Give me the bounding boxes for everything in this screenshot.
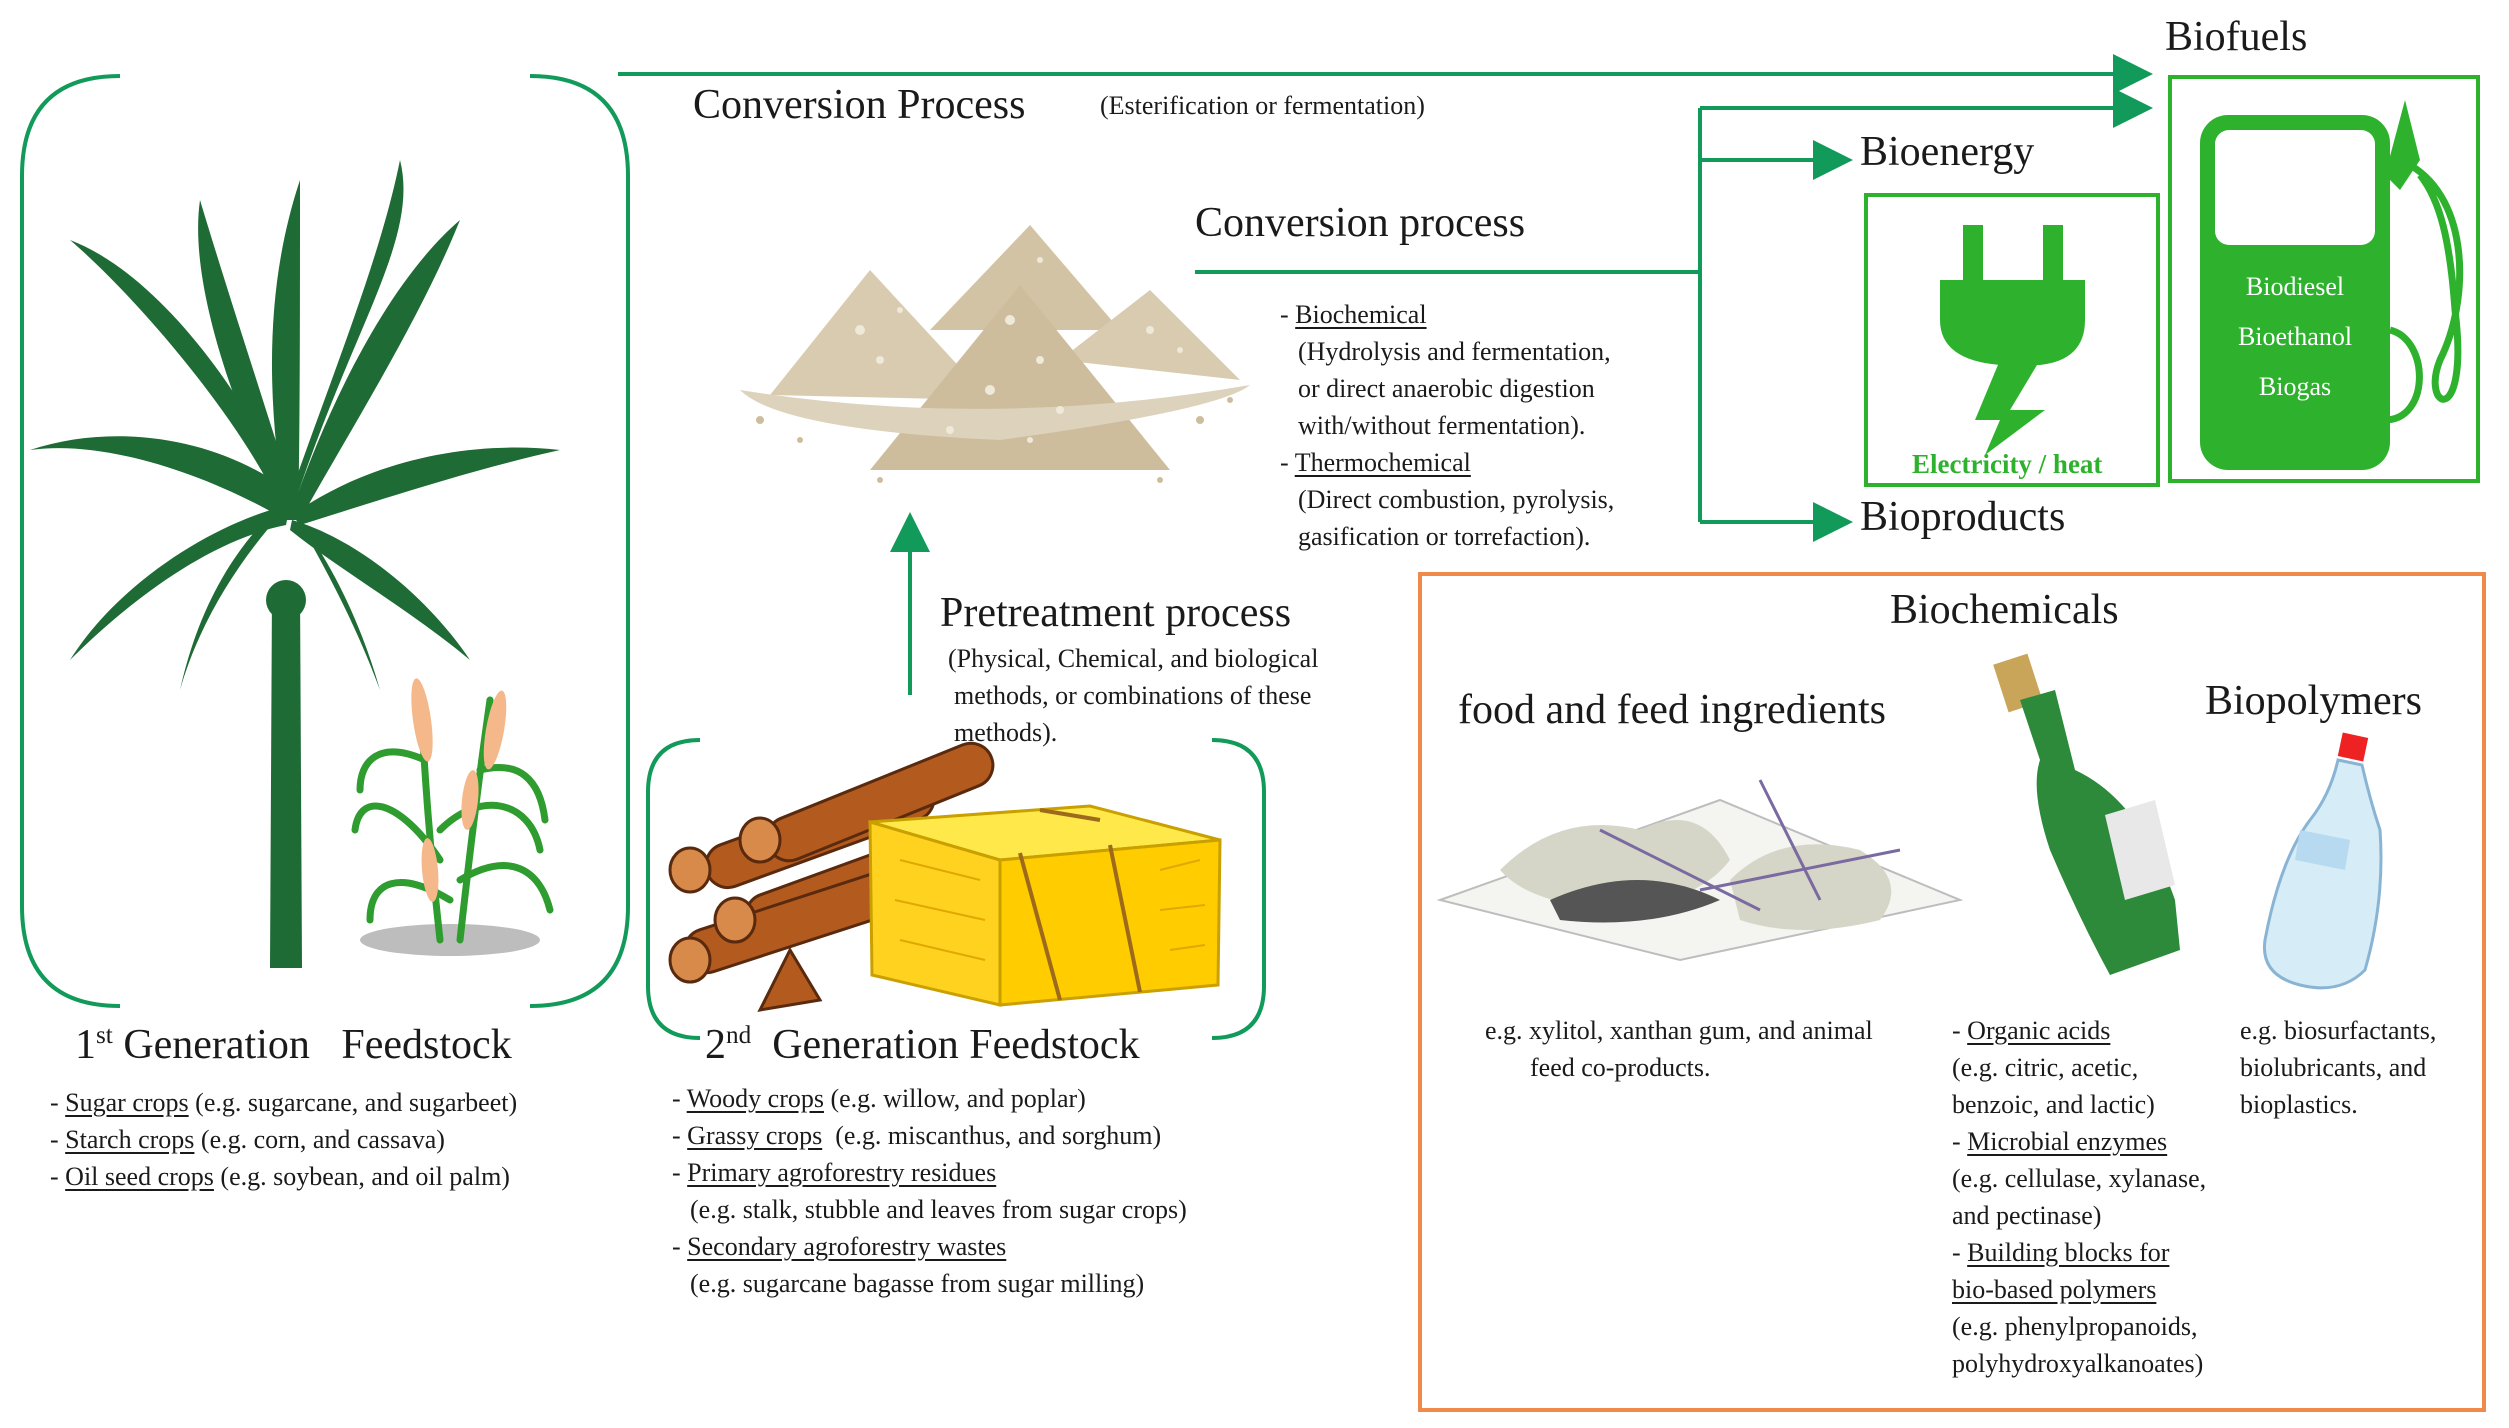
list-item: - Microbial enzymes xyxy=(1952,1127,2168,1156)
pump-fuel-list: Biodiesel Bioethanol Biogas xyxy=(2200,262,2390,412)
thermochemical-detail-1: (Direct combustion, pyrolysis, xyxy=(1298,485,1615,514)
building-blocks-label-2: bio-based polymers xyxy=(1952,1275,2157,1304)
microbial-enzymes-detail-1: (e.g. cellulase, xylanase, xyxy=(1952,1164,2207,1193)
building-blocks-detail-2: polyhydroxyalkanoates) xyxy=(1952,1349,2204,1378)
pretreatment-line-1: (Physical, Chemical, and biological xyxy=(948,644,1319,673)
organic-acids-detail-2: benzoic, and lactic) xyxy=(1952,1090,2155,1119)
biopolymers-line-3: bioplastics. xyxy=(2240,1090,2358,1119)
plastic-bottle-icon xyxy=(2262,732,2383,990)
sugarcane-plant-icon xyxy=(351,678,554,956)
second-gen-item-detail: (e.g. stalk, stubble and leaves from sug… xyxy=(690,1195,1187,1224)
glass-bottle-icon xyxy=(1993,653,2180,975)
food-feed-line-1: e.g. xylitol, xanthan gum, and animal xyxy=(1485,1016,1873,1045)
plug-lightning-icon xyxy=(1940,225,2085,455)
second-gen-item-detail: (e.g. willow, and poplar) xyxy=(823,1084,1086,1113)
biochemical-detail-2: or direct anaerobic digestion xyxy=(1298,374,1595,403)
thermochemical-line: - Thermochemical xyxy=(1280,448,1471,477)
bioproducts-title: Bioproducts xyxy=(1860,494,2066,540)
biofuels-title: Biofuels xyxy=(2165,14,2308,60)
building-blocks-label: Building blocks for xyxy=(1967,1238,2170,1267)
pump-item-biogas: Biogas xyxy=(2258,372,2332,401)
second-gen-number: 2 xyxy=(705,1022,726,1068)
biomass-piles-icon xyxy=(740,225,1250,483)
thermochemical-label: Thermochemical xyxy=(1294,448,1471,477)
electricity-heat-label: Electricity / heat xyxy=(1912,449,2103,479)
food-feed-examples: e.g. xylitol, xanthan gum, and animal fe… xyxy=(1485,1012,1873,1086)
second-gen-item-label: Grassy crops xyxy=(687,1121,823,1150)
first-gen-bracket xyxy=(20,74,630,1008)
conversion-branch-lines xyxy=(1195,108,1702,522)
pump-item-biodiesel: Biodiesel xyxy=(2245,272,2345,301)
second-gen-item-label: Primary agroforestry residues xyxy=(687,1158,997,1187)
first-gen-item-detail: (e.g. soybean, and oil palm) xyxy=(213,1162,510,1191)
mid-conversion-title: Conversion process xyxy=(1195,200,1526,246)
bioenergy-title: Bioenergy xyxy=(1860,129,2035,175)
pretreatment-details: (Physical, Chemical, and biological meth… xyxy=(948,640,1318,751)
list-item: - Woody crops (e.g. willow, and poplar) xyxy=(672,1084,1086,1113)
hay-bale-icon xyxy=(868,804,1222,1007)
first-gen-item-label: Sugar crops xyxy=(65,1088,189,1117)
second-gen-item-detail: (e.g. sugarcane bagasse from sugar milli… xyxy=(690,1269,1145,1298)
first-gen-number: 1 xyxy=(75,1022,96,1068)
second-gen-bracket xyxy=(646,738,1266,1040)
biofuels-box xyxy=(2168,75,2480,483)
biochemicals-box xyxy=(1418,572,2486,1412)
fuel-pump-icon xyxy=(2200,100,2464,470)
list-item: - Starch crops (e.g. corn, and cassava) xyxy=(50,1125,445,1154)
microbial-enzymes-detail-2: and pectinase) xyxy=(1952,1201,2102,1230)
list-item: - Oil seed crops (e.g. soybean, and oil … xyxy=(50,1162,510,1191)
pretreatment-title: Pretreatment process xyxy=(940,590,1292,636)
pump-item-bioethanol: Bioethanol xyxy=(2237,322,2353,351)
second-gen-ordinal: nd xyxy=(726,1022,752,1049)
palm-tree-icon xyxy=(30,160,560,968)
biochemical-products-list: - Organic acids (e.g. citric, acetic, be… xyxy=(1952,1012,2206,1382)
list-item: - Sugar crops (e.g. sugarcane, and sugar… xyxy=(50,1088,518,1117)
second-gen-item-label: Woody crops xyxy=(686,1084,824,1113)
building-blocks-detail-1: (e.g. phenylpropanoids, xyxy=(1952,1312,2198,1341)
first-gen-item-label: Starch crops xyxy=(65,1125,195,1154)
biopolymers-title: Biopolymers xyxy=(2205,678,2422,724)
first-gen-list: - Sugar crops (e.g. sugarcane, and sugar… xyxy=(50,1084,517,1195)
first-gen-item-label: Oil seed crops xyxy=(65,1162,214,1191)
food-feed-line-2: feed co-products. xyxy=(1530,1053,1711,1082)
pretreatment-line-2: methods, or combinations of these xyxy=(954,681,1312,710)
first-gen-item-detail: (e.g. sugarcane, and sugarbeet) xyxy=(188,1088,518,1117)
biochemical-label: Biochemical xyxy=(1295,300,1427,329)
biochemical-line: - Biochemical xyxy=(1280,300,1427,329)
conversion-methods: - Biochemical (Hydrolysis and fermentati… xyxy=(1280,296,1614,555)
biochemicals-title: Biochemicals xyxy=(1890,587,2119,633)
biochemical-detail-1: (Hydrolysis and fermentation, xyxy=(1298,337,1611,366)
second-gen-title: 2nd Generation Feedstock xyxy=(705,1020,1140,1070)
food-feed-title: food and feed ingredients xyxy=(1458,687,1887,733)
feed-powder-icon xyxy=(1436,779,1964,962)
list-item: - Secondary agroforestry wastes xyxy=(672,1232,1007,1261)
second-gen-item-detail: (e.g. miscanthus, and sorghum) xyxy=(822,1121,1162,1150)
first-gen-title-rest: Generation Feedstock xyxy=(112,1022,512,1068)
pretreatment-line-3: methods). xyxy=(954,718,1058,747)
list-item: - Building blocks for xyxy=(1952,1238,2170,1267)
second-gen-list: - Woody crops (e.g. willow, and poplar) … xyxy=(672,1080,1187,1302)
biopolymers-line-1: e.g. biosurfactants, xyxy=(2240,1016,2437,1045)
biopolymers-examples: e.g. biosurfactants, biolubricants, and … xyxy=(2240,1012,2436,1123)
first-gen-item-detail: (e.g. corn, and cassava) xyxy=(194,1125,445,1154)
first-gen-title: 1st Generation Feedstock xyxy=(75,1020,512,1070)
bioenergy-box xyxy=(1864,193,2160,487)
list-item: - Primary agroforestry residues xyxy=(672,1158,997,1187)
top-conversion-note: (Esterification or fermentation) xyxy=(1100,91,1425,120)
second-gen-title-rest: Generation Feedstock xyxy=(751,1022,1140,1068)
microbial-enzymes-label: Microbial enzymes xyxy=(1967,1127,2168,1156)
second-gen-item-label: Secondary agroforestry wastes xyxy=(687,1232,1007,1261)
list-item: - Organic acids xyxy=(1952,1016,2111,1045)
top-conversion-title: Conversion Process xyxy=(693,82,1026,128)
biopolymers-line-2: biolubricants, and xyxy=(2240,1053,2427,1082)
organic-acids-detail-1: (e.g. citric, acetic, xyxy=(1952,1053,2139,1082)
first-gen-ordinal: st xyxy=(96,1022,113,1049)
organic-acids-label: Organic acids xyxy=(1967,1016,2111,1045)
thermochemical-detail-2: gasification or torrefaction). xyxy=(1298,522,1591,551)
biochemical-detail-3: with/without fermentation). xyxy=(1298,411,1586,440)
list-item: - Grassy crops (e.g. miscanthus, and sor… xyxy=(672,1121,1162,1150)
